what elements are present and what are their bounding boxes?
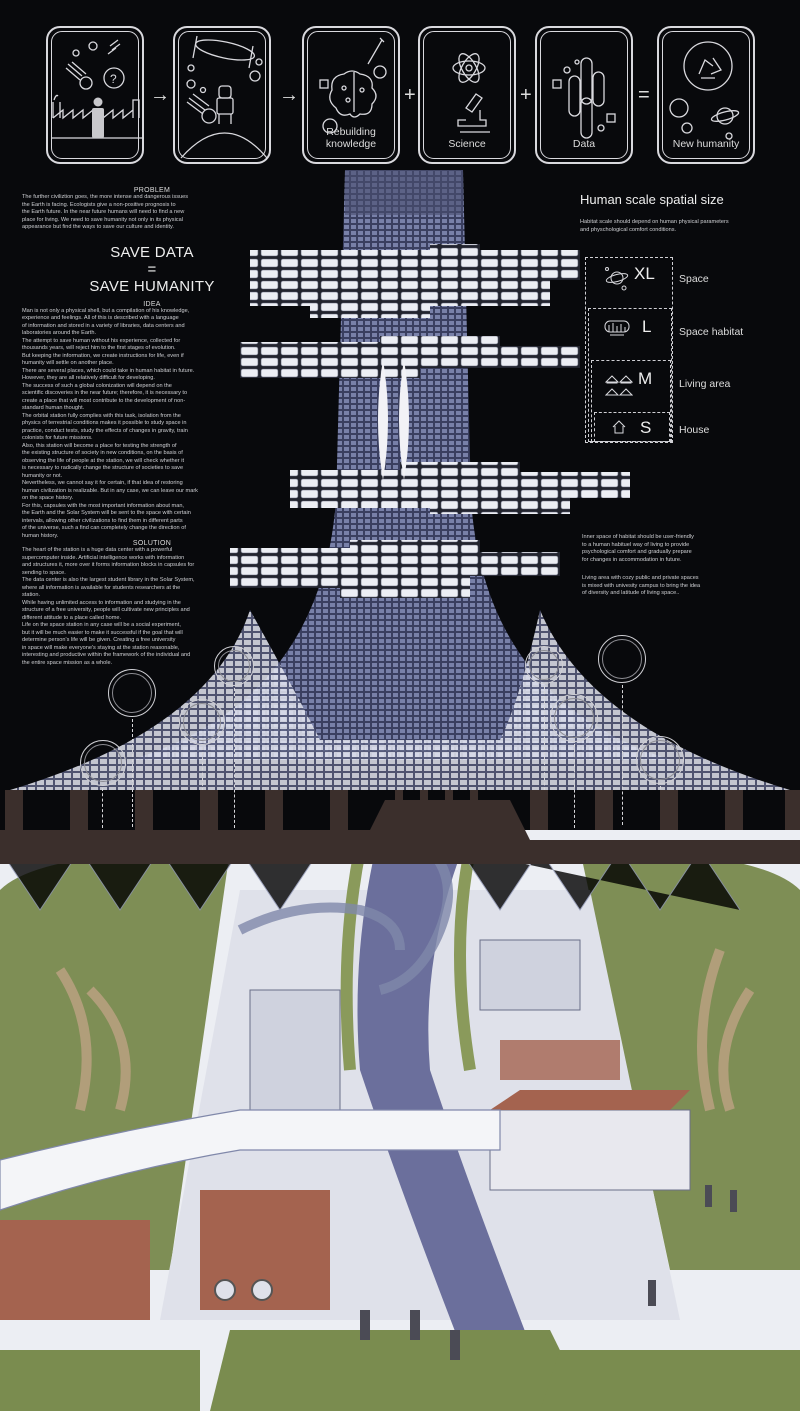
arrow-operator: → [150, 84, 170, 106]
scale-name-space-habitat: Space habitat [679, 326, 744, 338]
card-label: New humanity [672, 138, 740, 150]
card-space [173, 26, 271, 164]
habitat-module-icon [604, 318, 630, 343]
idea-heading: IDEA [143, 300, 161, 308]
card-label: Science [448, 138, 486, 150]
brain-gears-icon [319, 37, 387, 134]
problem-heading: PROBLEM [133, 187, 171, 194]
svg-text:?: ? [110, 72, 117, 86]
scale-name-house: House [679, 424, 710, 436]
scale-letter-m: M [638, 369, 653, 388]
medicine-icon [636, 736, 684, 784]
recycle-planets-icon [669, 41, 740, 140]
data-capsules-icon [552, 57, 616, 139]
scale-letter-xl: XL [634, 264, 655, 283]
idea-text: Man is not only a physical shell, but a … [22, 307, 198, 539]
meteor-icon [80, 740, 126, 786]
solution-heading: SOLUTION [132, 540, 172, 547]
slogan-equals: = [147, 260, 157, 278]
houses-group-icon [604, 370, 634, 403]
satellite-icon [214, 646, 254, 686]
scale-title: Human scale spatial size [580, 192, 724, 207]
planet-stars-icon [604, 265, 630, 296]
dna-chain-icon [525, 646, 563, 684]
robot-arm-icon [550, 694, 598, 742]
atom-icon [598, 635, 646, 683]
earth-globe-icon [179, 699, 225, 745]
card-label: Data [572, 138, 596, 150]
plus-operator: + [520, 84, 532, 106]
data-tower-illustration [10, 170, 790, 790]
left-text-column: PROBLEM The further civiliztion goes, th… [22, 187, 282, 667]
slogan-line1: SAVE DATA [110, 243, 194, 261]
scale-name-living-area: Living area [679, 378, 731, 390]
card-problem: ? [46, 26, 144, 164]
house-icon [612, 420, 626, 439]
card-science: Science [418, 26, 516, 164]
card-data: Data [535, 26, 633, 164]
scale-letter-l: L [642, 317, 652, 336]
problem-text: The further civiliztion goes, the more i… [22, 194, 189, 230]
equals-operator: = [638, 84, 650, 106]
arrow-operator: → [279, 84, 299, 106]
living-area-text: Living area with cozy public and private… [582, 575, 701, 596]
card-label: Rebuilding knowledge [325, 126, 377, 150]
card-new-humanity: New humanity [657, 26, 755, 164]
astronaut-space-station-icon [180, 35, 268, 159]
scale-letter-s: S [640, 418, 652, 437]
person-meteor-factory-icon: ? [52, 39, 142, 139]
atom-microscope-icon [452, 53, 490, 133]
inner-space-text: Inner space of habitat should be user-fr… [582, 534, 694, 563]
scale-subtitle: Habitat scale should depend on human phy… [580, 219, 729, 233]
habitat-section-illustration [0, 790, 800, 1411]
scale-name-space: Space [679, 273, 709, 285]
solution-text: The heart of the station is a huge data … [22, 547, 195, 666]
plus-operator: + [404, 84, 416, 106]
right-text-column: Human scale spatial size Habitat scale s… [580, 192, 790, 234]
petri-dish-icon [108, 669, 156, 717]
card-rebuilding-knowledge: Rebuilding knowledge [302, 26, 400, 164]
slogan-line2: SAVE HUMANITY [89, 277, 215, 295]
